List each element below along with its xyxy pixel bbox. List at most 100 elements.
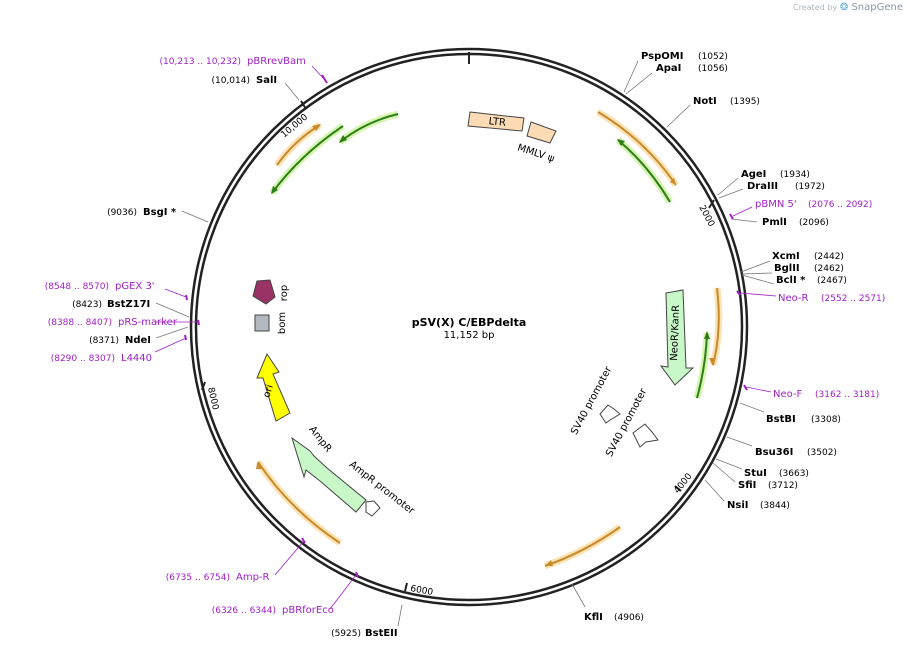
site-pmli-pos: (2096) [799,218,829,228]
tick-2000 [708,199,715,209]
primer-pbmn5-pos: (2076 .. 2092) [808,200,872,210]
tick-6000 [404,582,408,592]
site-sali[interactable]: SalI [256,75,277,86]
leader-bsgi [181,210,209,223]
leader-neo-f [745,386,772,393]
orf-arc-5-head [312,124,321,131]
tick-10000 [300,100,307,110]
leader-kfli [571,583,586,608]
feature-bom-label: bom [277,312,288,334]
feature-sv40-promoter-2-label: SV40 promoter [604,386,650,459]
primer-l4440-pos: (8290 .. 8307) [51,354,115,364]
primer-amp-r-pos: (6735 .. 6754) [166,573,230,583]
feature-ampr[interactable] [291,436,367,513]
primer-mark-neo-r [736,290,741,296]
tick-4000 [674,485,682,492]
site-stui[interactable]: StuI [744,468,767,479]
site-pspomi-pos: (1052) [698,52,728,62]
leader-noti [666,104,691,128]
site-bsu36i-pos: (3502) [807,448,837,458]
site-apai[interactable]: ApaI [656,63,681,74]
leader-nsii [704,479,725,502]
feature-ltr-label: LTR [488,116,506,129]
primer-neo-f[interactable]: Neo-F [773,389,803,400]
site-bstbi[interactable]: BstBI [766,414,796,425]
feature-ampr-promoter[interactable] [365,500,381,517]
leader-bstz17i [155,302,190,318]
primer-pbrforeco[interactable]: pBRforEco [282,605,334,616]
site-bglii-pos: (2462) [814,264,844,274]
leader-amp-r [274,541,304,576]
primer-pbmn5[interactable]: pBMN 5' [755,199,797,210]
feature-neor-kanr[interactable] [659,289,695,386]
site-sfii-pos: (3712) [768,481,798,491]
site-agei[interactable]: AgeI [741,169,766,180]
site-kfli-pos: (4906) [614,613,644,623]
orf-green-1 [617,139,671,203]
plasmid-name: pSV(X) C/EBPdelta [412,316,527,329]
primer-prs-marker[interactable]: pRS-marker [118,317,178,328]
orf-green-4 [271,125,344,194]
leader-bglii [741,272,773,275]
site-draiii-pos: (1972) [795,182,825,192]
site-bsu36i[interactable]: Bsu36I [755,447,793,458]
orf-green-2-head [704,331,710,339]
feature-neor-kanr-label: NeoR/KanR [669,305,682,361]
site-ndei[interactable]: NdeI [125,335,151,346]
credit-brand: SnapGene [851,2,903,13]
primer-pbrrevbam[interactable]: pBRrevBam [247,56,306,67]
feature-ltr[interactable] [467,111,525,132]
snapgene-logo-icon: ❂ [840,2,849,13]
orf-arcs [255,108,723,570]
primer-l4440[interactable]: L4440 [121,353,152,364]
leader-bsteii [397,604,403,627]
orf-green-4-head [271,186,278,194]
site-labels-left: (5925) BstEII (6326 .. 6344) pBRforEco (… [45,56,398,639]
primer-amp-r[interactable]: Amp-R [236,572,270,583]
orf-green-1-head [617,139,625,146]
site-labels-right: PspOMI (1052) ApaI (1056) NotI (1395) Ag… [584,51,885,623]
site-nsii[interactable]: NsiI [727,500,748,511]
backbone-outer-ring [189,47,749,607]
leader-pbrrevbam [311,65,325,80]
feature-sv40-promoter-1[interactable] [599,404,621,424]
primer-mark-l4440 [184,334,187,341]
primer-mark-pgex3 [185,294,188,301]
leader-ndei [155,326,189,339]
orf-arcs-green [269,110,711,399]
orf-arc-1-glow [596,108,679,187]
site-xcmi[interactable]: XcmI [772,251,800,262]
orf-arc-4 [257,461,341,544]
site-pmli[interactable]: PmlI [762,217,787,228]
primer-neo-r[interactable]: Neo-R [778,293,809,304]
site-sfii[interactable]: SfiI [738,480,756,491]
feature-rop[interactable] [252,279,276,305]
leader-pbmn5 [732,206,753,217]
site-noti[interactable]: NotI [693,96,717,107]
site-bstz17i[interactable]: BstZ17I [107,299,150,310]
leader-pspomi [623,60,639,93]
leader-sfii [712,462,736,483]
site-bglii[interactable]: BglII [774,263,800,274]
site-pspomi[interactable]: PspOMI [641,51,683,62]
site-apai-pos: (1056) [698,64,728,74]
site-bsteii[interactable]: BstEII [365,628,398,639]
site-bsgi[interactable]: BsgI * [143,207,177,218]
feature-sv40-promoter-2[interactable] [632,423,659,448]
leader-pmli [730,218,758,223]
leader-sali [284,82,300,101]
feature-ori[interactable] [256,352,291,422]
feature-bom[interactable] [254,314,270,332]
leader-l4440 [154,337,187,353]
leader-bcli [741,274,775,285]
site-kfli[interactable]: KflI [584,612,603,623]
site-stui-pos: (3663) [779,469,809,479]
site-draiii[interactable]: DraIII [747,181,778,192]
primer-mark-neo-f [743,384,748,391]
primer-pbrforeco-pos: (6326 .. 6344) [212,606,276,616]
site-bcli[interactable]: BclI * [776,275,806,286]
feature-mmlv-psi[interactable] [526,121,557,144]
tick-label-6000: 6000 [409,584,434,598]
primer-pgex3[interactable]: pGEX 3' [115,281,155,292]
